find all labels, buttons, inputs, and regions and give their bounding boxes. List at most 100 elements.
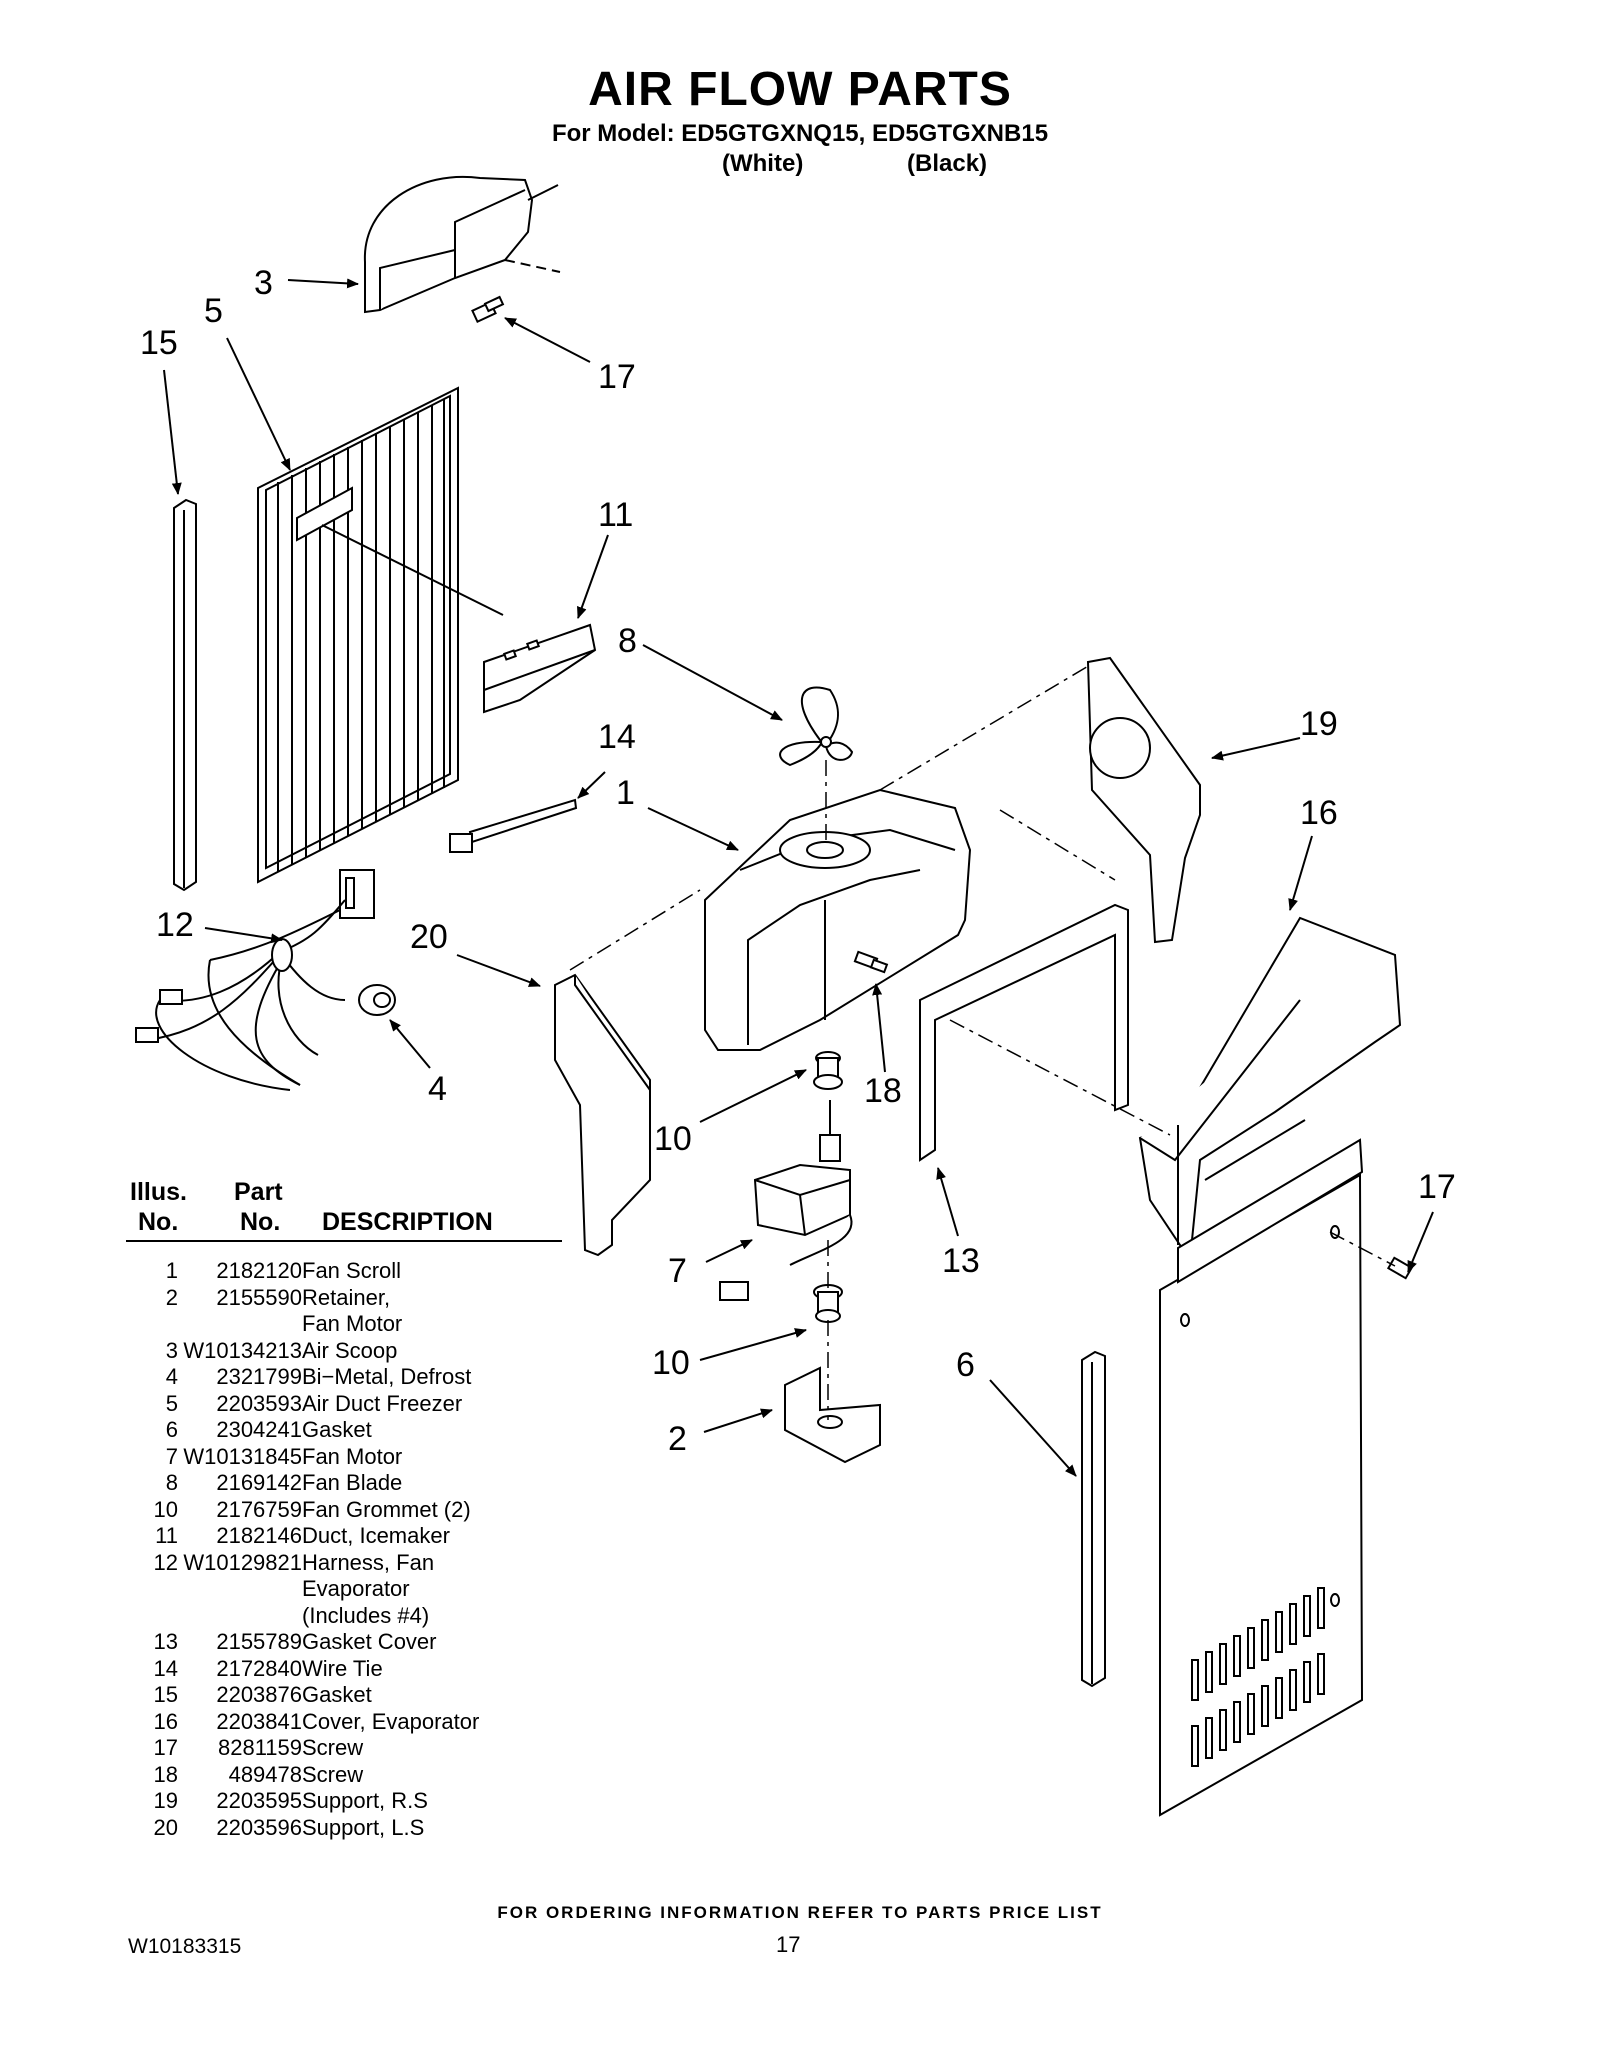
- description-line: Fan Motor: [302, 1311, 403, 1336]
- illus-number: 16: [153, 1708, 178, 1734]
- description-line: Harness, Fan: [302, 1549, 435, 1575]
- part-description: Bi−Metal, Defrost: [302, 1364, 479, 1391]
- callout-1: 1: [616, 774, 635, 812]
- part-description: Screw: [302, 1762, 479, 1789]
- part-description: Wire Tie: [302, 1656, 479, 1683]
- part-gasket-cover: [919, 903, 1129, 1162]
- description-line: Air Duct Freezer: [302, 1390, 463, 1416]
- description-line: Gasket: [302, 1417, 372, 1442]
- part-description: Gasket Cover: [302, 1629, 479, 1656]
- variant-white: (White): [722, 150, 804, 177]
- callout-17-right: 17: [1418, 1168, 1456, 1206]
- illus-number: 20: [153, 1814, 178, 1840]
- part-description: Air Duct Freezer: [302, 1391, 479, 1418]
- callout-19: 19: [1300, 705, 1338, 743]
- part-fan-scroll: [704, 788, 972, 1051]
- part-description: Fan Blade: [302, 1470, 479, 1497]
- part-description: Gasket: [302, 1682, 479, 1709]
- part-number: 2176759: [216, 1496, 302, 1522]
- part-screw-18: [853, 950, 889, 974]
- part-number: 2169142: [216, 1470, 302, 1495]
- part-screw-top: [471, 295, 505, 323]
- description-line: Support, R.S: [302, 1788, 428, 1813]
- variant-black: (Black): [907, 150, 988, 177]
- illus-number: 13: [153, 1629, 178, 1654]
- description-line: Air Scoop: [302, 1337, 398, 1363]
- part-number: 2203593: [216, 1390, 302, 1416]
- illus-number: 19: [153, 1788, 178, 1813]
- part-description: Duct, Icemaker: [302, 1523, 479, 1550]
- part-retainer-fan-motor: [784, 1366, 881, 1464]
- part-number: W10134213: [183, 1337, 302, 1363]
- description-line: Retainer,: [302, 1284, 391, 1310]
- assembly-guide-lines: [569, 664, 1396, 1420]
- part-fan-grommet-upper: [813, 1051, 843, 1090]
- part-number: W10129821: [183, 1549, 302, 1575]
- model-line: For Model: ED5GTGXNQ15, ED5GTGXNB15: [551, 120, 1049, 147]
- part-fan-motor: [719, 1100, 853, 1301]
- illus-number: 6: [165, 1417, 178, 1442]
- callout-14: 14: [598, 718, 636, 756]
- description-line: Duct, Icemaker: [302, 1523, 450, 1548]
- callout-16: 16: [1300, 794, 1338, 832]
- part-description: Cover, Evaporator: [302, 1709, 479, 1736]
- callout-8: 8: [618, 622, 637, 660]
- description-line: Gasket Cover: [302, 1629, 437, 1654]
- page-number: 17: [776, 1932, 801, 1957]
- part-fan-grommet-lower: [813, 1284, 843, 1323]
- description-line: Screw: [302, 1761, 364, 1787]
- description-line: Screw: [302, 1735, 364, 1760]
- part-number: 2304241: [216, 1417, 302, 1442]
- description-line: Fan Grommet (2): [302, 1496, 471, 1522]
- callout-3: 3: [254, 264, 273, 302]
- part-description: Gasket: [302, 1417, 479, 1444]
- description-line: Support, L.S: [302, 1814, 425, 1840]
- part-air-scoop: [363, 175, 561, 314]
- header-illus-line1: Illus.: [130, 1178, 187, 1206]
- callout-10-upper: 10: [654, 1120, 692, 1158]
- part-wire-tie: [449, 798, 578, 853]
- part-duct-icemaker: [483, 623, 597, 714]
- callout-17-top: 17: [598, 358, 636, 396]
- document-number: W10183315: [128, 1935, 242, 1958]
- callout-11: 11: [598, 496, 633, 534]
- illus-number: 15: [153, 1682, 178, 1707]
- header-illus-line2: No.: [138, 1208, 179, 1236]
- description-line: Fan Motor: [302, 1443, 403, 1469]
- callout-leaders: [163, 278, 1434, 1477]
- header-part-line1: Part: [234, 1178, 283, 1206]
- illus-number: 8: [165, 1470, 178, 1495]
- part-number: 2172840: [216, 1655, 302, 1681]
- callout-18: 18: [864, 1072, 902, 1110]
- table-header-rule: [126, 1240, 562, 1242]
- illus-number: 18: [153, 1761, 178, 1787]
- part-description: Air Scoop: [302, 1338, 479, 1365]
- illus-number: 11: [155, 1523, 178, 1548]
- illus-number: 5: [165, 1390, 178, 1416]
- callout-6: 6: [956, 1346, 975, 1384]
- callout-4: 4: [428, 1070, 447, 1108]
- callout-13: 13: [942, 1242, 980, 1280]
- callout-labels: 3 5 15 17 11 8 19 14 1 16 12 20 4 18 10 …: [140, 264, 1456, 1458]
- description-line: Evaporator: [302, 1576, 410, 1601]
- illus-number: 14: [153, 1655, 178, 1681]
- part-fan-blade: [779, 686, 854, 767]
- part-description: Fan Motor: [302, 1444, 479, 1471]
- part-number: 2155590: [216, 1284, 302, 1310]
- part-number: 2203595: [216, 1788, 302, 1813]
- part-support-right: [1086, 656, 1201, 944]
- part-number: 2155789: [216, 1629, 302, 1654]
- header-part-line2: No.: [240, 1208, 281, 1236]
- part-number: 2203876: [216, 1682, 302, 1707]
